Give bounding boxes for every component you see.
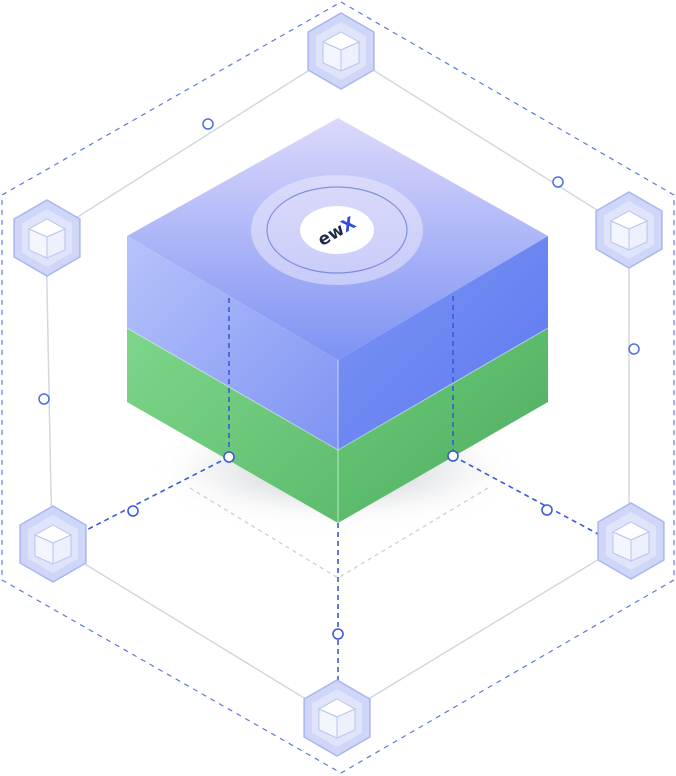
box-layer-seam-right [337, 327, 549, 451]
box-left-blue-face [127, 236, 338, 450]
logo-inner-ring [266, 186, 408, 274]
connector-marker-left [223, 451, 235, 463]
floor-footprint [189, 487, 489, 579]
box-right-green-face [338, 328, 548, 523]
box-right-blue-face [338, 236, 548, 450]
cube-icon [609, 210, 649, 251]
node-lower-right [597, 502, 665, 580]
connector-marker-right [447, 450, 459, 462]
node-lower-left [19, 505, 87, 583]
ring-markers [38, 118, 640, 405]
connector-to-lower-right [452, 455, 612, 542]
ewx-logo: ewX [251, 175, 423, 285]
connector-marker-lower-right [541, 504, 553, 516]
ring-marker-3 [38, 393, 50, 405]
node-bottom [303, 679, 371, 757]
node-upper-left [13, 199, 81, 277]
cube-icon [33, 524, 73, 565]
cube-icon [27, 218, 67, 259]
connector-to-lower-left [64, 456, 230, 542]
cube-icon [611, 521, 651, 562]
network-nodes [13, 12, 665, 757]
node-upper-right [595, 191, 663, 269]
cube-icon [317, 698, 357, 739]
connector-marker-bottom [332, 628, 344, 640]
box-left-green-face [127, 328, 338, 523]
node-top [307, 12, 375, 90]
ring-marker-1 [202, 118, 214, 130]
ring-marker-4 [628, 343, 640, 355]
connector-markers [127, 450, 553, 640]
box-layer-seam-left [126, 327, 339, 451]
connectors [64, 296, 612, 690]
logo-badge [300, 206, 374, 254]
connector-marker-lower-left [127, 505, 139, 517]
cube-icon [321, 31, 361, 72]
ring-marker-2 [552, 176, 564, 188]
